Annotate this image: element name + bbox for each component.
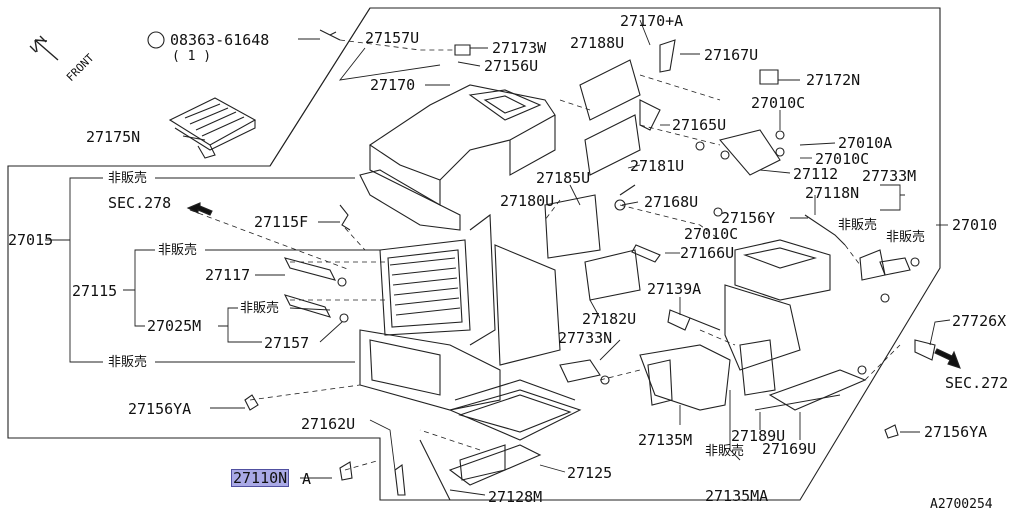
part-27135M[interactable]: 27135M [638, 431, 693, 449]
filter-panels-icon [544, 59, 661, 301]
part-27173W[interactable]: 27173W [492, 39, 547, 57]
part-27182U[interactable]: 27182U [582, 310, 637, 328]
grille-part-27175N-icon [168, 97, 257, 159]
part-27010[interactable]: 27010 [952, 216, 998, 234]
part-27189U[interactable]: 27189U [731, 427, 786, 445]
not-for-sale-label: 非販売 [886, 230, 926, 245]
part-27112[interactable]: 27112 [793, 165, 839, 183]
part-27157U[interactable]: 27157U [365, 29, 420, 47]
part-27110NA-suffix: A [302, 470, 312, 488]
part-27139A[interactable]: 27139A [647, 280, 702, 298]
part-08363-61648[interactable]: 08363-61648 [170, 31, 270, 49]
part-27125[interactable]: 27125 [567, 464, 613, 482]
part-27118N[interactable]: 27118N [805, 184, 860, 202]
part-27166U[interactable]: 27166U [680, 244, 735, 262]
part-27172N[interactable]: 27172N [806, 71, 861, 89]
sec-278-label[interactable]: SEC.278 [108, 194, 172, 212]
part-08363-qty: ( 1 ) [172, 49, 212, 64]
part-27181U[interactable]: 27181U [630, 157, 685, 175]
not-for-sale-label: 非販売 [158, 243, 198, 258]
part-27156Y[interactable]: 27156Y [721, 209, 776, 227]
part-27115F[interactable]: 27115F [254, 213, 309, 231]
diagram-code: A2700254 [930, 497, 993, 511]
part-27170A[interactable]: 27170+A [620, 12, 684, 30]
part-27156YA-right[interactable]: 27156YA [924, 423, 988, 441]
part-27135MA[interactable]: 27135MA [705, 487, 769, 505]
small-parts-icon [244, 29, 936, 501]
dashed-guide-lines [189, 39, 901, 471]
not-for-sale-label: 非販売 [705, 444, 745, 459]
part-27010A[interactable]: 27010A [838, 134, 893, 152]
not-for-sale-label: 非販売 [838, 218, 878, 233]
not-for-sale-label: 非販売 [240, 301, 280, 316]
part-27025M[interactable]: 27025M [147, 317, 202, 335]
part-27162U[interactable]: 27162U [301, 415, 356, 433]
front-arrow-icon [29, 35, 59, 61]
frame-outline [7, 7, 941, 501]
part-27117[interactable]: 27117 [205, 266, 251, 284]
part-27115[interactable]: 27115 [72, 282, 118, 300]
part-27169U[interactable]: 27169U [762, 440, 817, 458]
part-27188U[interactable]: 27188U [570, 34, 625, 52]
part-27010C-b[interactable]: 27010C [815, 150, 870, 168]
part-27180U[interactable]: 27180U [500, 192, 555, 210]
part-27157[interactable]: 27157 [264, 334, 310, 352]
part-27733N[interactable]: 27733N [558, 329, 613, 347]
part-27010C-a[interactable]: 27010C [751, 94, 806, 112]
heater-housing-icon [359, 84, 582, 486]
not-for-sale-label: 非販売 [108, 355, 148, 370]
part-27165U[interactable]: 27165U [672, 116, 727, 134]
s-circle-icon [147, 31, 165, 49]
part-27175N[interactable]: 27175N [86, 128, 141, 146]
part-27726X[interactable]: 27726X [952, 312, 1007, 330]
part-27110NA-highlighted[interactable]: 27110N [231, 469, 290, 487]
part-27168U[interactable]: 27168U [644, 193, 699, 211]
part-27170[interactable]: 27170 [370, 76, 416, 94]
not-for-sale-label: 非販売 [108, 171, 148, 186]
part-27156YA-left[interactable]: 27156YA [128, 400, 192, 418]
subframe-outline [269, 7, 371, 167]
sec-272-label[interactable]: SEC.272 [945, 374, 1009, 392]
part-27015[interactable]: 27015 [8, 231, 54, 249]
part-27156U[interactable]: 27156U [484, 57, 539, 75]
part-27185U[interactable]: 27185U [536, 169, 591, 187]
sec-272-arrow-icon [934, 348, 961, 369]
part-27128M[interactable]: 27128M [488, 488, 543, 506]
leader-lines [45, 19, 951, 496]
part-27733M[interactable]: 27733M [862, 167, 917, 185]
part-27010C-c[interactable]: 27010C [684, 225, 739, 243]
sec-278-arrow-icon [186, 202, 213, 216]
part-27167U[interactable]: 27167U [704, 46, 759, 64]
